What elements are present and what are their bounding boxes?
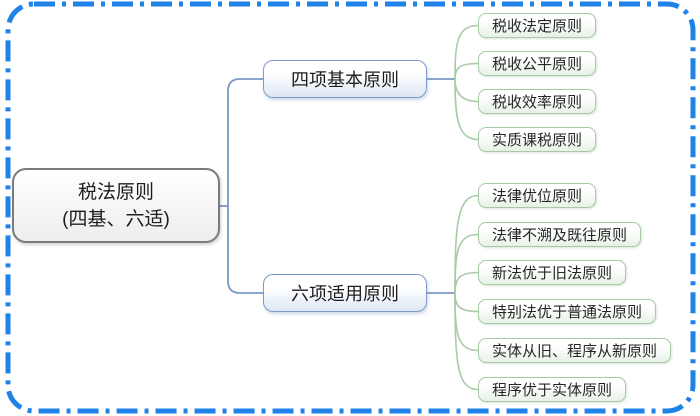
root-node[interactable]: 税法原则 (四基、六适) bbox=[12, 168, 220, 243]
leaf-node[interactable]: 税收公平原则 bbox=[478, 51, 597, 76]
root-subtitle: (四基、六适) bbox=[62, 208, 170, 230]
branch-label: 四项基本原则 bbox=[291, 70, 399, 90]
leaf-label: 税收公平原则 bbox=[492, 56, 583, 73]
leaf-label: 程序优于实体原则 bbox=[492, 382, 613, 399]
leaf-connectors bbox=[454, 24, 479, 391]
leaf-node[interactable]: 法律优位原则 bbox=[478, 183, 597, 208]
leaf-label: 特别法优于普通法原则 bbox=[492, 304, 643, 321]
branch-label: 六项适用原则 bbox=[291, 284, 399, 304]
leaf-label: 法律优位原则 bbox=[492, 188, 583, 205]
root-title: 税法原则 bbox=[77, 181, 154, 203]
leaf-label: 法律不溯及既往原则 bbox=[492, 227, 628, 244]
leaf-label: 实体从旧、程序从新原则 bbox=[492, 343, 658, 360]
trunk-connectors bbox=[220, 78, 455, 294]
leaf-label: 新法优于旧法原则 bbox=[492, 265, 613, 282]
leaf-node[interactable]: 税收法定原则 bbox=[478, 13, 597, 38]
leaf-node[interactable]: 程序优于实体原则 bbox=[478, 377, 627, 402]
leaf-label: 税收效率原则 bbox=[492, 94, 583, 111]
branch-node-application-principles[interactable]: 六项适用原则 bbox=[263, 274, 427, 312]
leaf-node[interactable]: 实体从旧、程序从新原则 bbox=[478, 338, 672, 363]
branch-node-basic-principles[interactable]: 四项基本原则 bbox=[263, 60, 427, 98]
leaf-node[interactable]: 特别法优于普通法原则 bbox=[478, 299, 657, 324]
leaf-label: 实质课税原则 bbox=[492, 132, 583, 149]
leaf-node[interactable]: 税收效率原则 bbox=[478, 89, 597, 114]
leaf-node[interactable]: 实质课税原则 bbox=[478, 127, 597, 152]
leaf-node[interactable]: 新法优于旧法原则 bbox=[478, 260, 627, 285]
leaf-label: 税收法定原则 bbox=[492, 18, 583, 35]
leaf-node[interactable]: 法律不溯及既往原则 bbox=[478, 222, 642, 247]
